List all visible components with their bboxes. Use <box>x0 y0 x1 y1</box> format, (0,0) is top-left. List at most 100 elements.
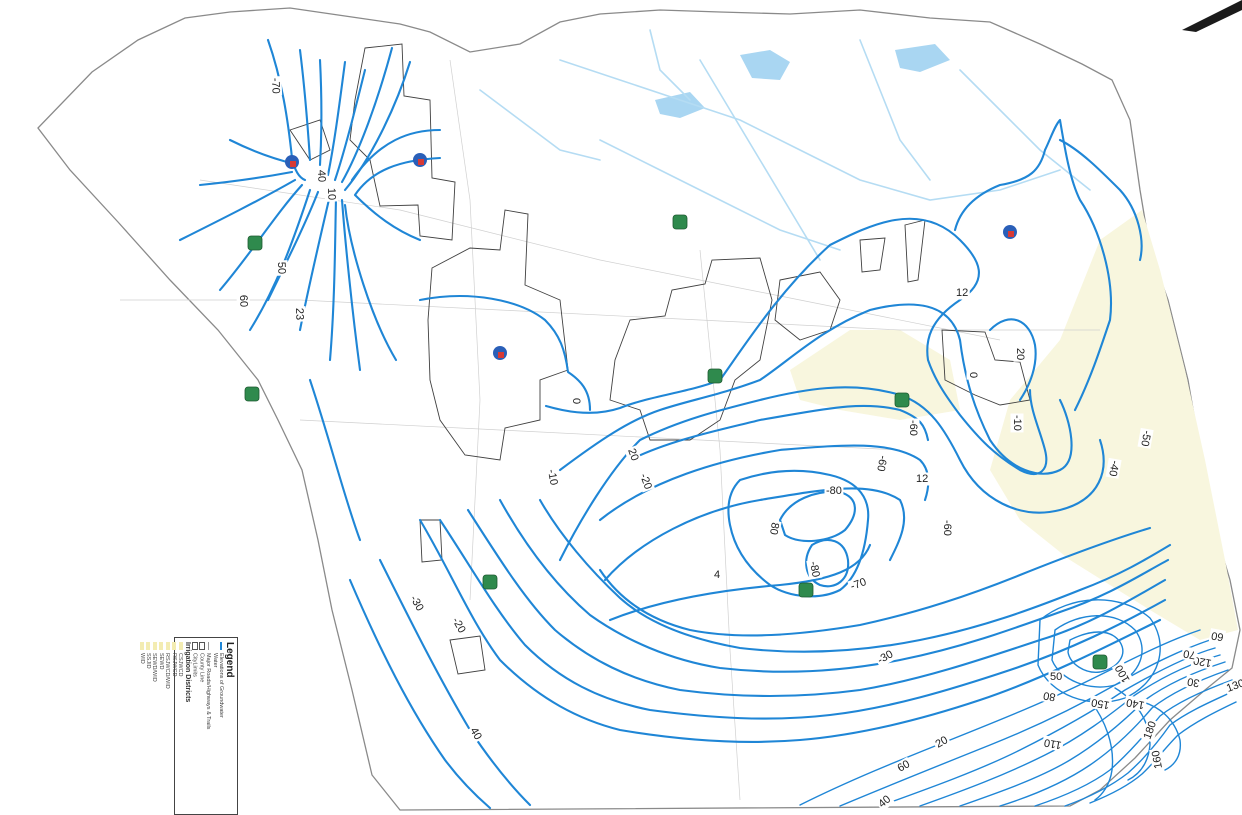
contour-label: 40 <box>467 726 484 743</box>
contour-label: -40 <box>1106 459 1121 477</box>
contour-label-halo <box>1041 735 1065 752</box>
contour-label: 60 <box>896 758 913 775</box>
contour-label: -20 <box>637 472 654 491</box>
well-marker-green-icon[interactable] <box>1092 654 1108 670</box>
contour-label-halo <box>406 591 427 615</box>
contour-label-halo <box>624 445 642 465</box>
contour-label: 12 <box>916 473 928 485</box>
contour-label-halo <box>954 286 970 300</box>
well-marker-green-icon[interactable] <box>707 368 723 384</box>
contour-label-halo <box>1180 646 1199 662</box>
contour-label: 80 <box>767 521 781 535</box>
contour-labels: -70 40 10 50 60 23 0 -10 20 -20 12 20 0 … <box>236 76 1242 812</box>
contour-label: -60 <box>874 454 889 472</box>
contour-label-halo <box>1111 661 1134 687</box>
road-swatch <box>208 642 210 650</box>
well-marker-green-icon[interactable] <box>247 235 263 251</box>
contour-label-halo <box>847 575 870 594</box>
well-marker-blue-icon[interactable] <box>413 153 427 167</box>
legend-district: RSJWCD <box>170 642 177 810</box>
contour-label-halo <box>466 723 486 744</box>
well-marker-blue-icon[interactable] <box>285 155 299 169</box>
contour-label: 50 <box>1050 671 1062 683</box>
contour-label: 0 <box>570 398 582 404</box>
contour-label: 60 <box>237 295 249 308</box>
contour-label: -50 <box>1138 429 1153 447</box>
contour-label: 180 <box>1142 720 1160 741</box>
contour-label: 30 <box>1186 675 1200 689</box>
contour-label: 50 <box>275 262 287 275</box>
irrigation-district-area-central <box>790 330 960 420</box>
contour-label-halo <box>1013 346 1027 362</box>
contour-label-halo <box>766 519 782 538</box>
legend-row: County Line <box>198 642 205 810</box>
contour-label-halo <box>966 370 980 380</box>
contour-label-halo <box>873 647 897 668</box>
contour-label-halo <box>1105 457 1122 479</box>
well-marker-blue-icon[interactable] <box>1003 225 1017 239</box>
contour-label-halo <box>874 791 895 812</box>
contour-label: -80 <box>807 560 822 578</box>
legend-district: CSJWCD <box>177 642 183 810</box>
contour-label-halo <box>314 168 328 184</box>
contour-label-halo <box>824 484 844 498</box>
contour-label: -10 <box>545 468 560 486</box>
contour-label-halo <box>274 260 288 276</box>
contour-label-halo <box>1208 628 1227 644</box>
contour-label-halo <box>1048 670 1064 684</box>
legend-district: SEWD <box>157 642 164 810</box>
contour-label-halo <box>1137 427 1154 449</box>
contour-label-halo <box>1010 413 1024 433</box>
well-marker-green-icon[interactable] <box>798 582 814 598</box>
legend-row: Water <box>211 653 218 668</box>
well-marker-green-icon[interactable] <box>894 392 910 408</box>
contour-label: 150 <box>1090 696 1110 711</box>
legend-district: RSJWCD/WID <box>164 642 170 810</box>
well-markers <box>244 153 1108 670</box>
contour-label-halo <box>1190 653 1215 670</box>
contour-label: -10 <box>1011 415 1023 431</box>
contour-label: -60 <box>941 520 953 536</box>
contour-label: 23 <box>293 308 305 321</box>
contour-label: 140 <box>1125 696 1145 711</box>
contour-label-halo <box>1140 718 1161 743</box>
irrigation-district-area-east <box>990 210 1238 640</box>
contour-label-halo <box>914 472 930 486</box>
contour-label-halo <box>1184 674 1203 690</box>
legend-district: SSJID <box>145 642 151 810</box>
well-marker-green-icon[interactable] <box>244 386 260 402</box>
county-line-swatch <box>198 642 205 650</box>
legend-row: Major Roads/Highways & Trails <box>205 642 211 810</box>
contour-label-halo <box>931 732 952 752</box>
city-limits-swatch <box>191 642 198 650</box>
contour-label: 80 <box>1042 689 1056 703</box>
contour-label: 12 <box>956 287 968 299</box>
well-marker-green-icon[interactable] <box>672 214 688 230</box>
contour-label-halo <box>236 293 250 309</box>
contour-label-halo <box>1149 747 1166 772</box>
contour-label-halo <box>873 452 890 474</box>
roads <box>120 59 1100 801</box>
contour-label: 130 <box>1225 677 1242 695</box>
legend-row: CityLimits <box>191 642 198 810</box>
groundwater-contours <box>178 38 1237 810</box>
contour-label-halo <box>544 466 561 488</box>
contour-label-halo <box>1123 695 1148 712</box>
contour-label: 4 <box>714 569 720 581</box>
legend-row: Elevations of Groundwater <box>218 642 224 810</box>
contour-label: 20 <box>934 734 951 751</box>
contour-label-halo <box>268 76 283 96</box>
contour-label-halo <box>324 186 338 202</box>
well-marker-green-icon[interactable] <box>482 574 498 590</box>
contour-label: 110 <box>1043 736 1062 751</box>
contour-label-halo <box>569 396 583 406</box>
legend-subtitle: Irrigation Districts <box>184 642 192 703</box>
contour-label-halo <box>940 518 954 538</box>
contour-label: -60 <box>907 420 919 436</box>
contour-label-halo <box>893 756 914 776</box>
contour-label: -80 <box>826 485 842 497</box>
contour-label: 40 <box>315 170 327 183</box>
contour-label-halo <box>1088 695 1113 712</box>
well-marker-blue-icon[interactable] <box>493 346 507 360</box>
